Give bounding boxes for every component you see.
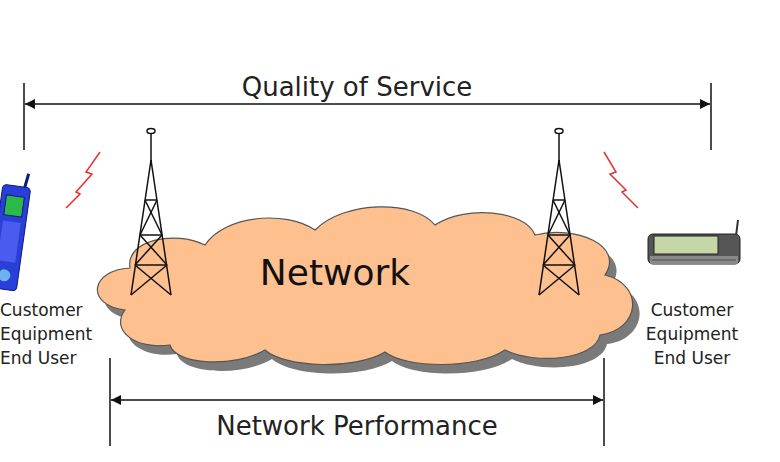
dimension-arrow — [111, 399, 603, 401]
extension-line — [603, 358, 605, 446]
node-label: Network — [55, 252, 615, 293]
extension-line — [23, 83, 25, 150]
radio-signal — [604, 152, 638, 208]
extension-line — [109, 358, 111, 446]
communicator-device — [648, 220, 740, 264]
extension-line — [710, 83, 712, 150]
dimension-arrow — [25, 103, 710, 105]
antenna-tower — [131, 129, 171, 296]
network-cloud: Network — [85, 190, 645, 368]
equipment-label: Customer Equipment End User — [0, 298, 80, 370]
antenna-tower — [539, 129, 579, 296]
equipment-label: Customer Equipment End User — [642, 298, 742, 370]
mobile-phone — [0, 170, 33, 291]
dimension-label: Network Performance — [216, 411, 498, 441]
radio-signal — [66, 152, 100, 208]
dimension-label: Quality of Service — [242, 72, 473, 102]
